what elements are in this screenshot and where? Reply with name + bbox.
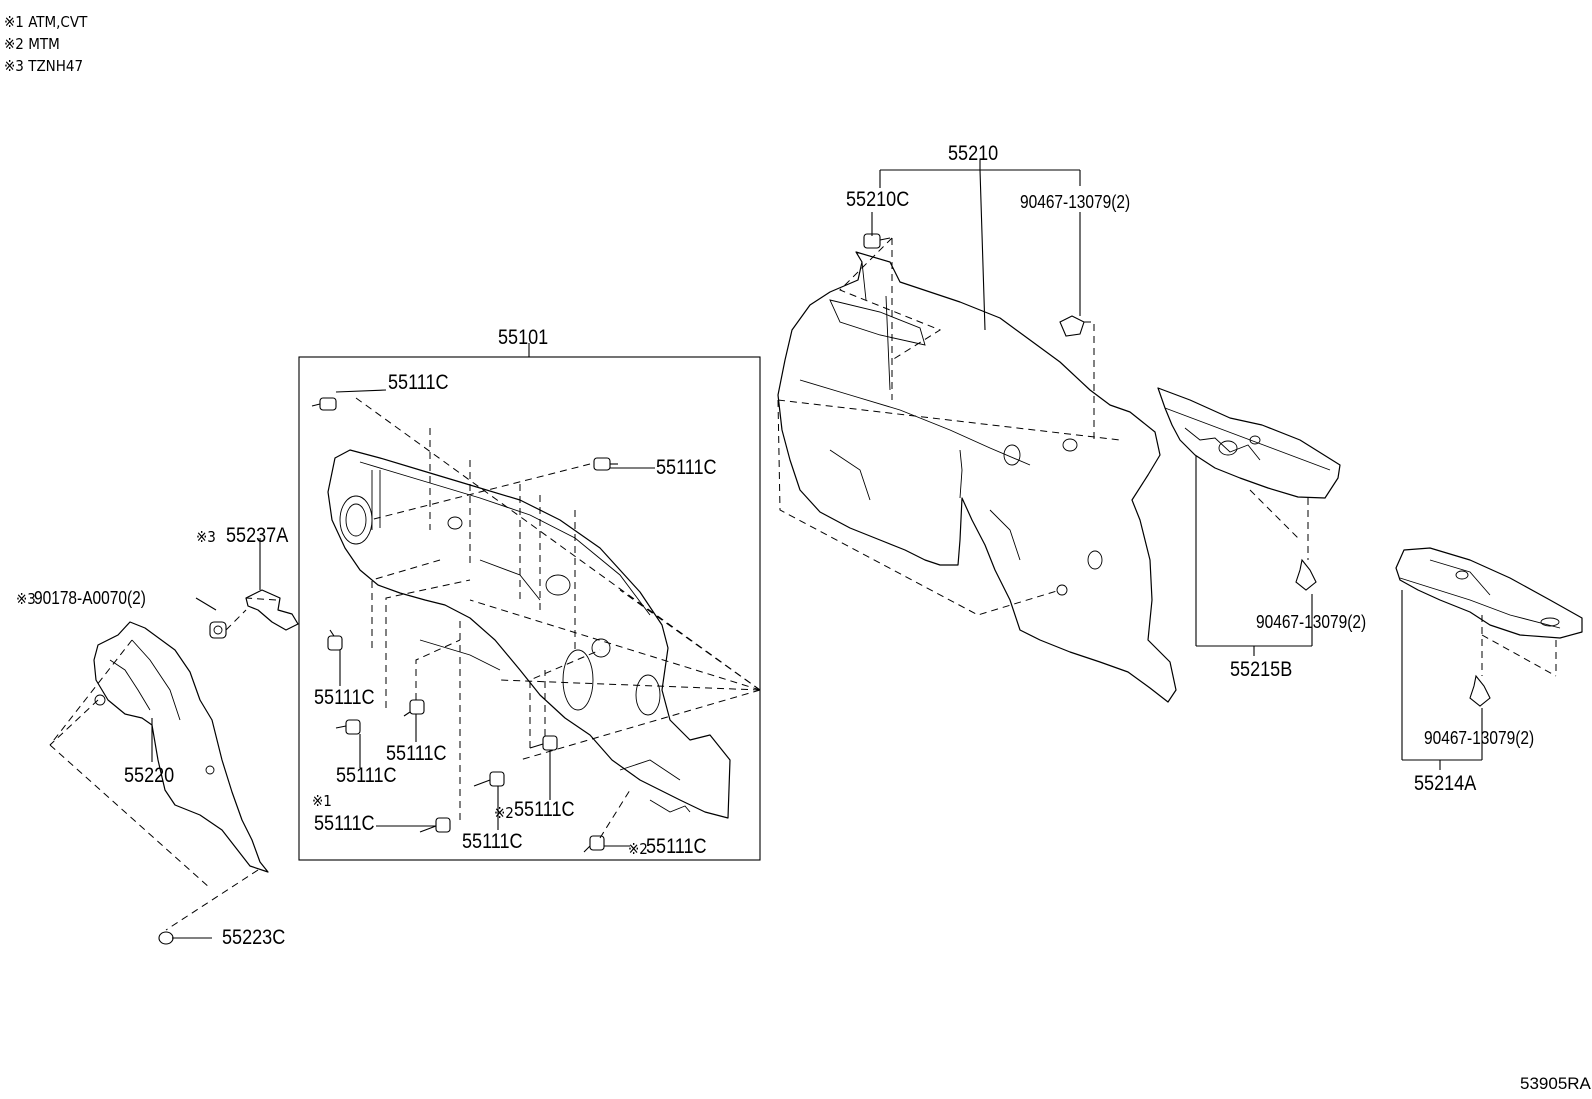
- insulator-55214a-shape: [1395, 547, 1583, 639]
- clip-90467-low: [1469, 674, 1491, 707]
- insulator-55210-shape: [777, 251, 1177, 703]
- label-55111c-8[interactable]: 55111C: [314, 812, 375, 835]
- insulator-55101-shape: [327, 449, 731, 819]
- note-3-text: TZNH47: [28, 57, 84, 75]
- bolt-55111c-6: [473, 771, 505, 787]
- bolt-55111c-2: [593, 457, 618, 471]
- clip-90467-top: [1059, 315, 1085, 337]
- bolt-55111c-5: [403, 699, 425, 717]
- bolt-55111c-7: [529, 735, 558, 751]
- note-2-text: MTM: [28, 35, 60, 53]
- label-55111c-1[interactable]: 55111C: [388, 371, 449, 394]
- label-55237a[interactable]: 55237A: [226, 524, 289, 547]
- label-55111c-7[interactable]: 55111C: [514, 798, 575, 821]
- clip-90467-mid: [1295, 558, 1317, 591]
- label-90467-13079-low[interactable]: 90467-13079(2): [1424, 728, 1535, 748]
- clip-55223c: [158, 931, 174, 945]
- mark-1-55111c: ※1: [312, 792, 332, 810]
- note-1: ※1 ATM,CVT: [4, 12, 87, 32]
- label-55215b[interactable]: 55215B: [1230, 658, 1293, 681]
- bracket-55237a-shape: [245, 589, 299, 631]
- label-55111c-5[interactable]: 55111C: [386, 742, 447, 765]
- diagram-code: 53905RA: [1520, 1074, 1591, 1093]
- bolt-55111c-4: [335, 719, 361, 735]
- dashed-assembly-lines: [49, 237, 1557, 931]
- note-3: ※3 TZNH47: [4, 56, 83, 76]
- insulator-55215b-shape: [1157, 387, 1341, 499]
- bolt-55111c-3: [327, 629, 343, 651]
- label-90178-a0070[interactable]: 90178-A0070(2): [34, 588, 146, 608]
- note-2-mark: ※2: [4, 35, 24, 53]
- nut-90178: [209, 621, 227, 639]
- leader-lines: [151, 160, 1483, 939]
- label-55111c-2[interactable]: 55111C: [656, 456, 717, 479]
- note-2: ※2 MTM: [4, 34, 60, 54]
- label-55214a[interactable]: 55214A: [1414, 772, 1477, 795]
- label-55111c-4[interactable]: 55111C: [336, 764, 397, 787]
- label-55210[interactable]: 55210: [948, 142, 999, 165]
- label-55223c[interactable]: 55223C: [222, 926, 286, 949]
- note-1-mark: ※1: [4, 13, 24, 31]
- clip-55210c: [863, 233, 891, 249]
- bolt-55111c-1: [311, 397, 337, 411]
- mark-3-55237a: ※3: [196, 528, 216, 546]
- label-90467-13079-top[interactable]: 90467-13079(2): [1020, 192, 1131, 212]
- mark-2-55111c-b: ※2: [628, 840, 648, 858]
- label-55111c-3[interactable]: 55111C: [314, 686, 375, 709]
- note-3-mark: ※3: [4, 57, 24, 75]
- note-1-text: ATM,CVT: [28, 13, 88, 31]
- label-90467-13079-mid[interactable]: 90467-13079(2): [1256, 612, 1367, 632]
- label-55101[interactable]: 55101: [498, 326, 549, 349]
- mark-2-55111c-a: ※2: [494, 804, 514, 822]
- mark-3-90178: ※3: [16, 590, 36, 608]
- insulator-55220-shape: [93, 621, 269, 873]
- bolt-55111c-8: [419, 817, 451, 833]
- bolt-55111c-9: [583, 835, 605, 853]
- label-55111c-6[interactable]: 55111C: [462, 830, 523, 853]
- label-55111c-9[interactable]: 55111C: [646, 835, 707, 858]
- label-55210c[interactable]: 55210C: [846, 188, 910, 211]
- label-55220[interactable]: 55220: [124, 764, 175, 787]
